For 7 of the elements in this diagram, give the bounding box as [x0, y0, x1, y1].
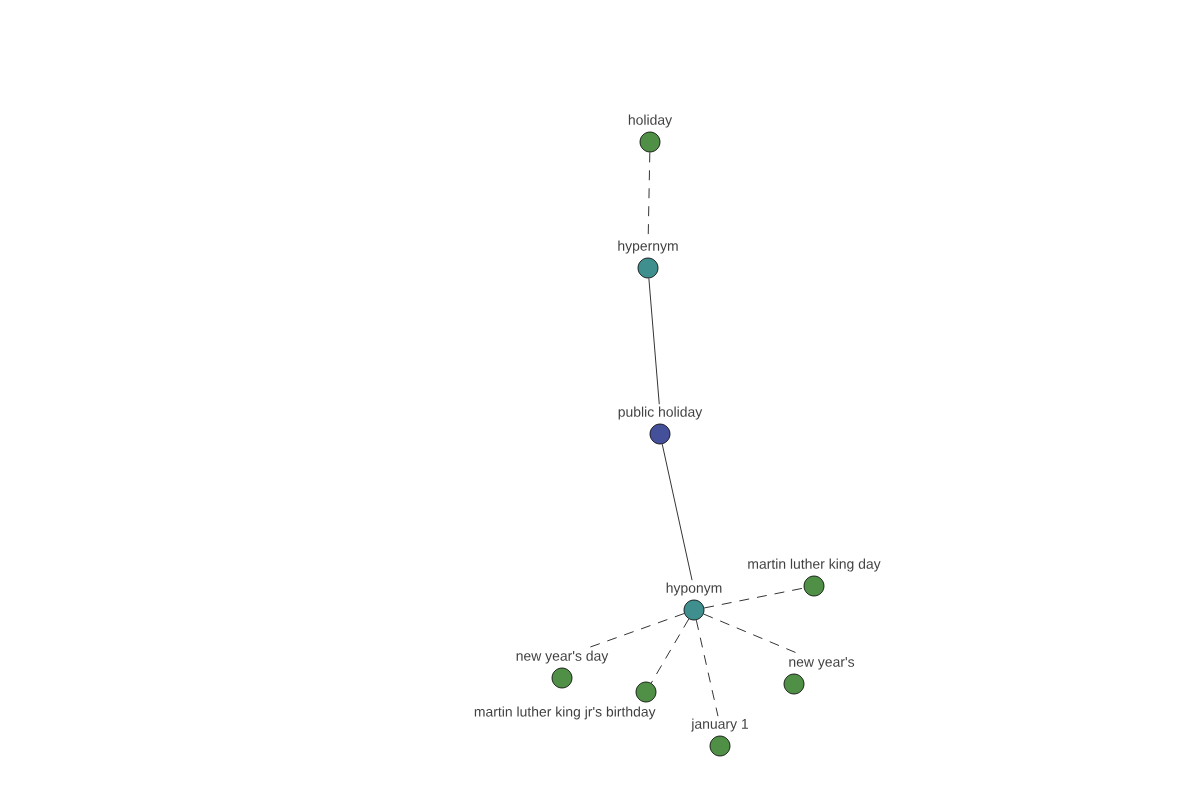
edge-line	[703, 587, 805, 609]
edge-line	[647, 152, 651, 239]
edge-line	[695, 619, 719, 717]
edge-line	[661, 443, 693, 581]
edge-line	[648, 278, 660, 405]
edge-line	[650, 618, 690, 684]
edge-line	[586, 613, 685, 649]
